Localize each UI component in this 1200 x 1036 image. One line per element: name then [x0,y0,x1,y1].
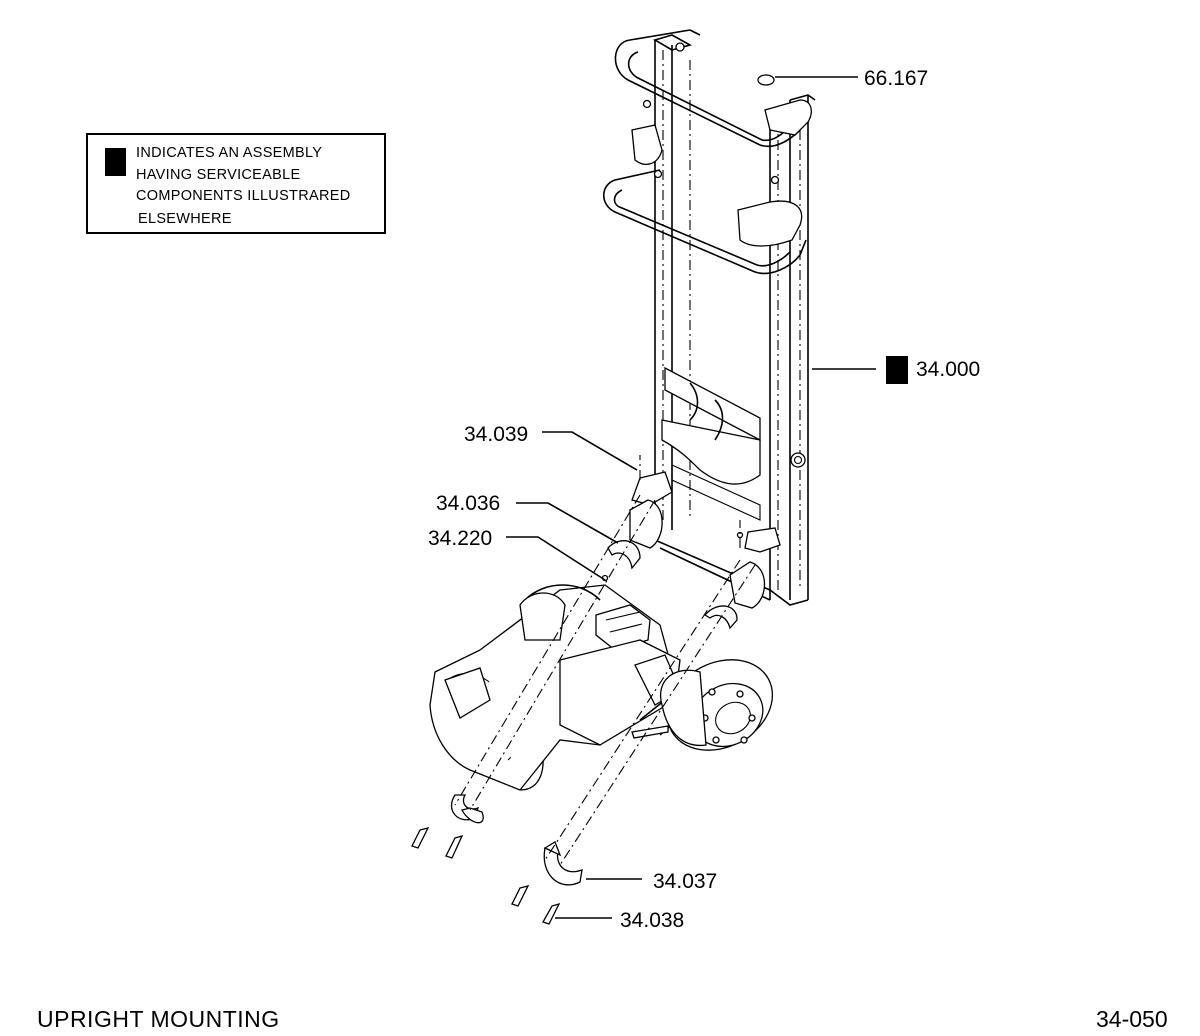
drive-axle-assembly [429,584,774,791]
alignment-lines [454,455,756,866]
callout-34000: 34.000 [916,358,981,381]
legend-line-4: ELSEWHERE [138,211,232,227]
legend-line-2: HAVING SERVICEABLE [136,167,301,183]
callout-34037: 34.037 [653,870,718,893]
legend-line-1: INDICATES AN ASSEMBLY [136,145,323,161]
legend-line-3: COMPONENTS ILLUSTRARED [136,188,351,204]
callout-34036: 34.036 [436,492,501,515]
callout-66167: 66.167 [864,67,929,90]
page-number: 34-050 [1096,1006,1168,1032]
assembly-marker-icon [105,148,126,176]
lower-caps-and-capscrews [411,794,583,925]
leader-lines [506,76,876,919]
callout-34039: 34.039 [464,423,529,446]
callout-34038: 34.038 [620,909,685,932]
callout-34220: 34.220 [428,527,493,550]
washer-icon [757,74,775,86]
assembly-legend: INDICATES AN ASSEMBLY HAVING SERVICEABLE… [86,133,386,234]
mounting-caps [601,531,744,630]
page-title: UPRIGHT MOUNTING [37,1006,280,1032]
assembly-marker-icon [886,356,908,384]
upright-mast-assembly [602,29,816,609]
